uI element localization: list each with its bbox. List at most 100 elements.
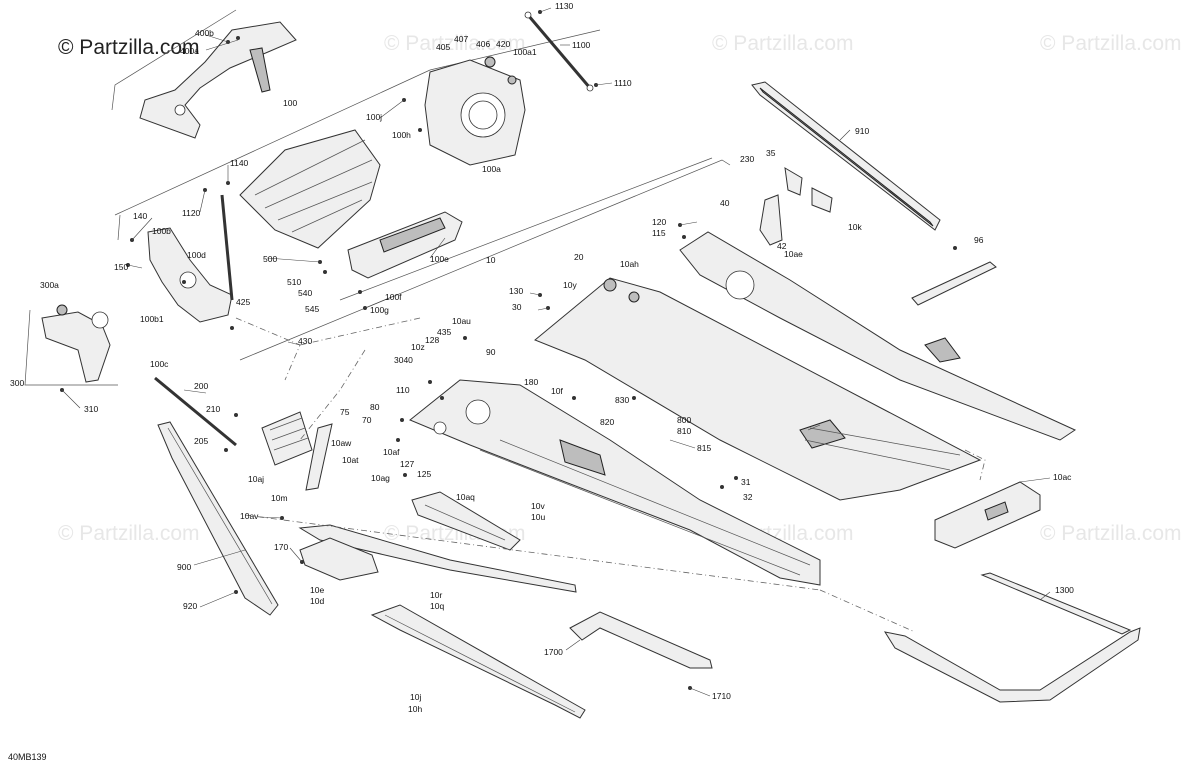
part-10y-tunnel-deck <box>534 277 982 501</box>
part-900-strut <box>157 421 279 616</box>
callout-label: 42 <box>777 241 787 251</box>
callout-label: 540 <box>298 288 312 298</box>
callout-label: 20 <box>574 252 584 262</box>
brand-watermark: © Partzilla.com <box>58 36 200 59</box>
callout-label: 406 <box>476 39 490 49</box>
callout-label: 10m <box>271 493 288 503</box>
callout-label: 10at <box>342 455 359 465</box>
callout-label: 100j <box>366 112 382 122</box>
callout-label: 10aj <box>248 474 264 484</box>
part-300a-bracket <box>41 304 111 383</box>
callout-label: 100g <box>370 305 389 315</box>
part-170-plate <box>299 537 379 581</box>
callout-label: 420 <box>496 39 510 49</box>
callout-label: 425 <box>236 297 250 307</box>
callout-label: 32 <box>743 492 753 502</box>
leader-lines <box>61 7 1051 697</box>
callout-label: 830 <box>615 395 629 405</box>
callout-label: 100 <box>283 98 297 108</box>
callout-label: 430 <box>298 336 312 346</box>
callout-label: 10ac <box>1053 472 1072 482</box>
callout-label: 1300 <box>1055 585 1074 595</box>
callout-label: 96 <box>974 235 984 245</box>
watermark-layer: © Partzilla.com © Partzilla.com © Partzi… <box>58 32 1182 545</box>
callout-label: 10ag <box>371 473 390 483</box>
watermark: © Partzilla.com <box>58 522 200 545</box>
callout-label: 1120 <box>182 208 201 218</box>
callout-label: 407 <box>454 34 468 44</box>
callout-label: 10 <box>486 255 496 265</box>
callout-label: 31 <box>741 477 751 487</box>
callout-label: 10aq <box>456 492 475 502</box>
callout-label: 815 <box>697 443 711 453</box>
callout-label: 100h <box>392 130 411 140</box>
callout-label: 10h <box>408 704 422 714</box>
watermark: © Partzilla.com <box>384 32 526 55</box>
part-500-panel <box>239 129 381 249</box>
callout-label: 10d <box>310 596 324 606</box>
callout-label: 150 <box>114 262 128 272</box>
callout-label: 130 <box>509 286 523 296</box>
part-910-rail <box>751 81 941 231</box>
callout-label: 100e <box>430 254 449 264</box>
callout-label: 810 <box>677 426 691 436</box>
callout-label: 10y <box>563 280 577 290</box>
part-200-rod <box>154 376 237 447</box>
callout-label: 125 <box>417 469 431 479</box>
callout-label: 30 <box>512 302 522 312</box>
callout-label: 100b <box>152 226 171 236</box>
part-10aj-plate <box>261 411 313 466</box>
callout-label: 10ah <box>620 259 639 269</box>
callout-label: 100d <box>187 250 206 260</box>
diagram-code: 40MB139 <box>8 752 47 762</box>
callout-label: 170 <box>274 542 288 552</box>
callout-label: 127 <box>400 459 414 469</box>
callout-label: 70 <box>362 415 372 425</box>
part-10ae-tunnel-right <box>679 231 1077 441</box>
part-10ac-crossmember <box>934 481 1041 549</box>
part-100a-housing <box>424 56 526 166</box>
callout-label: 310 <box>84 404 98 414</box>
callout-label: 10au <box>452 316 471 326</box>
callout-label: 1710 <box>712 691 731 701</box>
callout-label: 300a <box>40 280 59 290</box>
part-1700-rail <box>569 611 713 669</box>
callout-label: 1130 <box>555 1 574 11</box>
callout-label: 100c <box>150 359 169 369</box>
callout-label: 180 <box>524 377 538 387</box>
callout-label: 1140 <box>230 158 249 168</box>
part-96-strap <box>911 261 997 306</box>
callout-label: 10j <box>410 692 421 702</box>
callout-label: 10r <box>430 590 442 600</box>
callout-label: 10av <box>240 511 259 521</box>
callout-label: 10k <box>848 222 862 232</box>
callout-label: 10z <box>411 342 425 352</box>
callout-label: 1700 <box>544 647 563 657</box>
part-100e-bracket <box>347 211 463 279</box>
callout-label: 500 <box>263 254 277 264</box>
callout-label: 120 <box>652 217 666 227</box>
group-outlines <box>24 9 731 386</box>
callout-label: 100a1 <box>513 47 537 57</box>
callout-label: 800 <box>677 415 691 425</box>
callout-label: 10v <box>531 501 545 511</box>
callout-label: 35 <box>766 148 776 158</box>
watermark: © Partzilla.com <box>712 32 854 55</box>
callout-label: 400b <box>195 28 214 38</box>
callout-label: 90 <box>486 347 496 357</box>
callout-label: 80 <box>370 402 380 412</box>
callout-label: 205 <box>194 436 208 446</box>
callout-label: 3040 <box>394 355 413 365</box>
callout-label: 400a <box>180 46 199 56</box>
callout-label: 900 <box>177 562 191 572</box>
callout-label: 10e <box>310 585 324 595</box>
part-35-bracket <box>759 167 833 246</box>
callout-label: 75 <box>340 407 350 417</box>
callout-label: 405 <box>436 42 450 52</box>
callout-label: 140 <box>133 211 147 221</box>
part-1100-rod <box>524 11 594 92</box>
callout-label: 210 <box>206 404 220 414</box>
callout-label: 100b1 <box>140 314 164 324</box>
callout-label: 820 <box>600 417 614 427</box>
callout-labels: 400b 400a 100 1130 1100 1110 407 406 405… <box>10 1 1074 714</box>
